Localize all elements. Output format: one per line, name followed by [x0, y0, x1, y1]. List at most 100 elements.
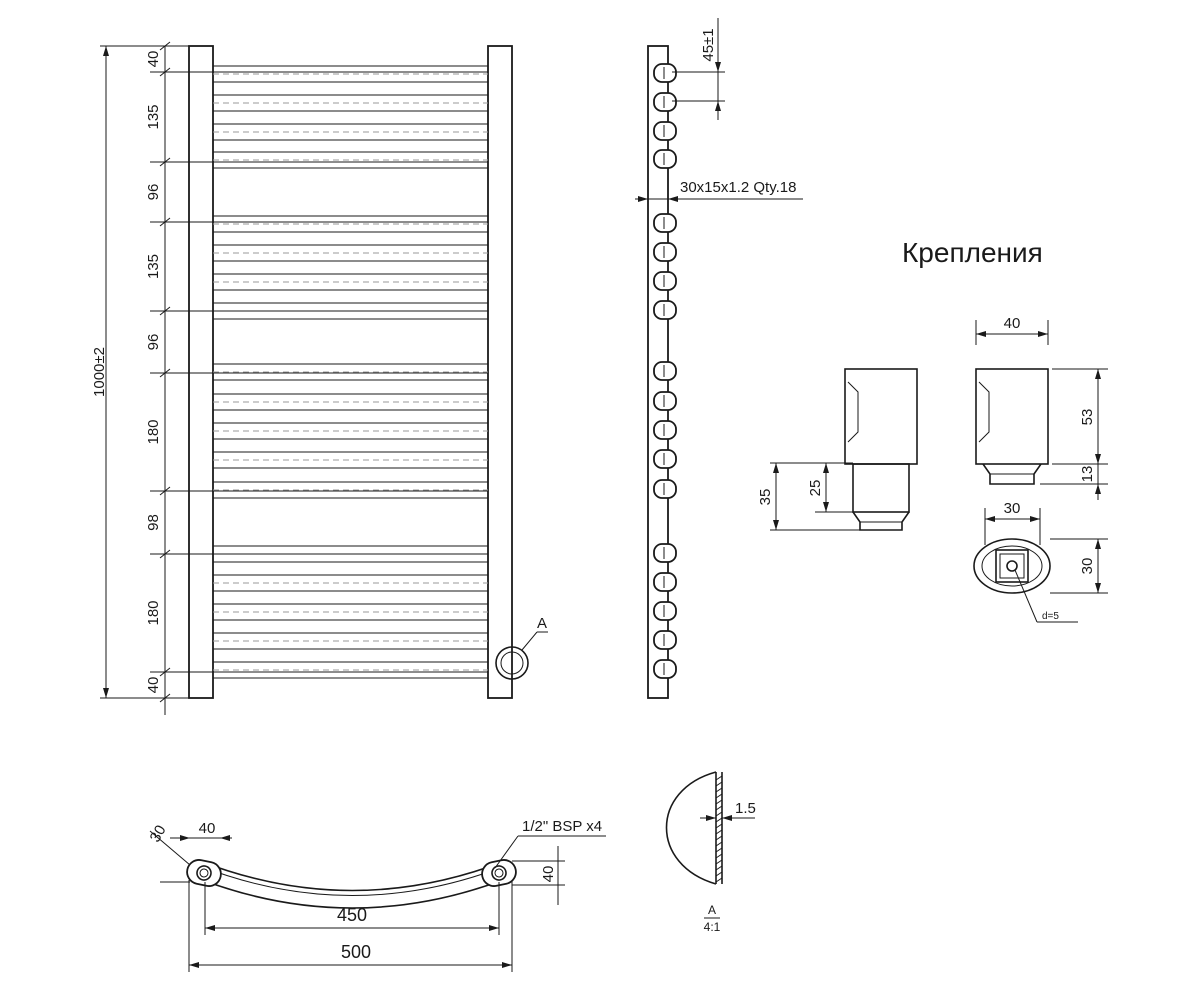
- front-tube: [213, 661, 488, 679]
- thickness-label: 1.5: [735, 800, 756, 817]
- segment-tick: [159, 306, 171, 316]
- side-tube-stub: [653, 271, 677, 291]
- arrowhead: [722, 815, 732, 821]
- side-tube-stub: [653, 449, 677, 469]
- front-tube: [213, 422, 488, 440]
- mount-groove: [847, 381, 859, 443]
- hatch-line: [715, 805, 723, 811]
- front-tube: [213, 393, 488, 411]
- arrowhead: [715, 62, 721, 72]
- thread-label: 1/2" BSP x4: [522, 818, 602, 835]
- side-tube-stub-outline: [653, 630, 677, 650]
- arrowhead: [502, 962, 512, 968]
- mount-width-label: 40: [1004, 315, 1021, 332]
- segment-label: 96: [145, 184, 162, 201]
- mount-total-height-label: 35: [757, 489, 774, 506]
- segment-tick: [159, 549, 171, 559]
- top-view-front-arc: [199, 860, 506, 892]
- side-tube-stub-outline: [653, 601, 677, 621]
- side-tube-stub: [653, 601, 677, 621]
- hole-leader: [1014, 569, 1038, 623]
- side-tube-stub-outline: [653, 121, 677, 141]
- arrowhead: [668, 196, 678, 202]
- arrowhead: [189, 962, 199, 968]
- side-view: 45±1 30x15x1.2 Qty.18: [635, 18, 803, 699]
- hatch-line: [715, 793, 723, 799]
- side-tube-stub-outline: [653, 149, 677, 169]
- side-tubes: [653, 63, 677, 679]
- segment-tick: [159, 693, 171, 703]
- side-tube-stub-outline: [653, 543, 677, 563]
- front-tube: [213, 451, 488, 469]
- arrowhead: [715, 101, 721, 111]
- segment-label: 180: [145, 600, 162, 625]
- thread-leader: [494, 835, 519, 869]
- front-tube: [213, 123, 488, 141]
- left-end-cap: [186, 859, 222, 887]
- detail-a-leader: [521, 631, 538, 651]
- mount-foot: [852, 511, 910, 531]
- segment-tick: [159, 486, 171, 496]
- mount-lower-height-label: 25: [807, 480, 824, 497]
- arrowhead: [220, 835, 230, 841]
- mount-body: [844, 368, 918, 465]
- side-tube-stub: [653, 572, 677, 592]
- side-tube-stub: [653, 92, 677, 112]
- centers-label: 450: [337, 905, 367, 925]
- arrowhead: [489, 925, 499, 931]
- front-tube: [213, 151, 488, 169]
- front-tube: [213, 481, 488, 499]
- right-end-cap-port-inner: [494, 868, 504, 878]
- side-tube-stub: [653, 361, 677, 381]
- base-plate-square-inner: [999, 553, 1025, 579]
- side-tube-stub-outline: [653, 300, 677, 320]
- arrowhead: [1095, 484, 1101, 494]
- side-tube-stub: [653, 543, 677, 563]
- hatch-line: [715, 775, 723, 781]
- front-tube: [213, 215, 488, 233]
- segment-ticks: [159, 41, 171, 703]
- hatch-line: [715, 799, 723, 805]
- tube-spec-label: 30x15x1.2 Qty.18: [680, 179, 796, 196]
- hatch-line: [715, 829, 723, 835]
- mount-groove: [978, 381, 990, 443]
- right-end-cap-body: [481, 859, 517, 887]
- side-tube-stub: [653, 242, 677, 262]
- side-tube-stub: [653, 213, 677, 233]
- top-view: 30 40 1/2" BSP x4 40 450 500: [147, 818, 606, 972]
- side-tube-stub: [653, 63, 677, 83]
- segment-label: 135: [145, 254, 162, 279]
- right-end-cap-port: [491, 865, 507, 881]
- arrowhead: [1095, 583, 1101, 593]
- top-view-inner-arc: [199, 865, 506, 896]
- hatch-line: [715, 811, 723, 817]
- overall-width-label: 500: [341, 942, 371, 962]
- hole-diameter-label: d=5: [1042, 611, 1059, 622]
- pitch-label: 45±1: [700, 28, 717, 61]
- segment-tick: [159, 667, 171, 677]
- total-height-label: 1000±2: [91, 347, 108, 397]
- hatch-line: [715, 835, 723, 841]
- detail-a-circle: [495, 646, 529, 680]
- base-width-label: 30: [1004, 500, 1021, 517]
- detail-a-label: A: [708, 903, 716, 917]
- front-tube: [213, 632, 488, 650]
- side-tube-stub-outline: [653, 572, 677, 592]
- section-separators: [150, 71, 488, 673]
- detail-a-hatch: [715, 775, 723, 883]
- dim-30-line: [149, 830, 191, 866]
- arrowhead: [1095, 539, 1101, 549]
- arrowhead: [823, 463, 829, 473]
- right-end-cap: [481, 859, 517, 887]
- hatch-line: [715, 865, 723, 871]
- hatch-line: [715, 787, 723, 793]
- mount-front-profile: 40 53 13: [975, 315, 1108, 500]
- hatch-line: [715, 823, 723, 829]
- segment-tick: [159, 67, 171, 77]
- side-tube-stub-outline: [653, 391, 677, 411]
- detail-a: 1.5 A 4:1: [665, 771, 756, 934]
- arrowhead: [985, 516, 995, 522]
- arrowhead: [638, 196, 648, 202]
- hatch-line: [715, 853, 723, 859]
